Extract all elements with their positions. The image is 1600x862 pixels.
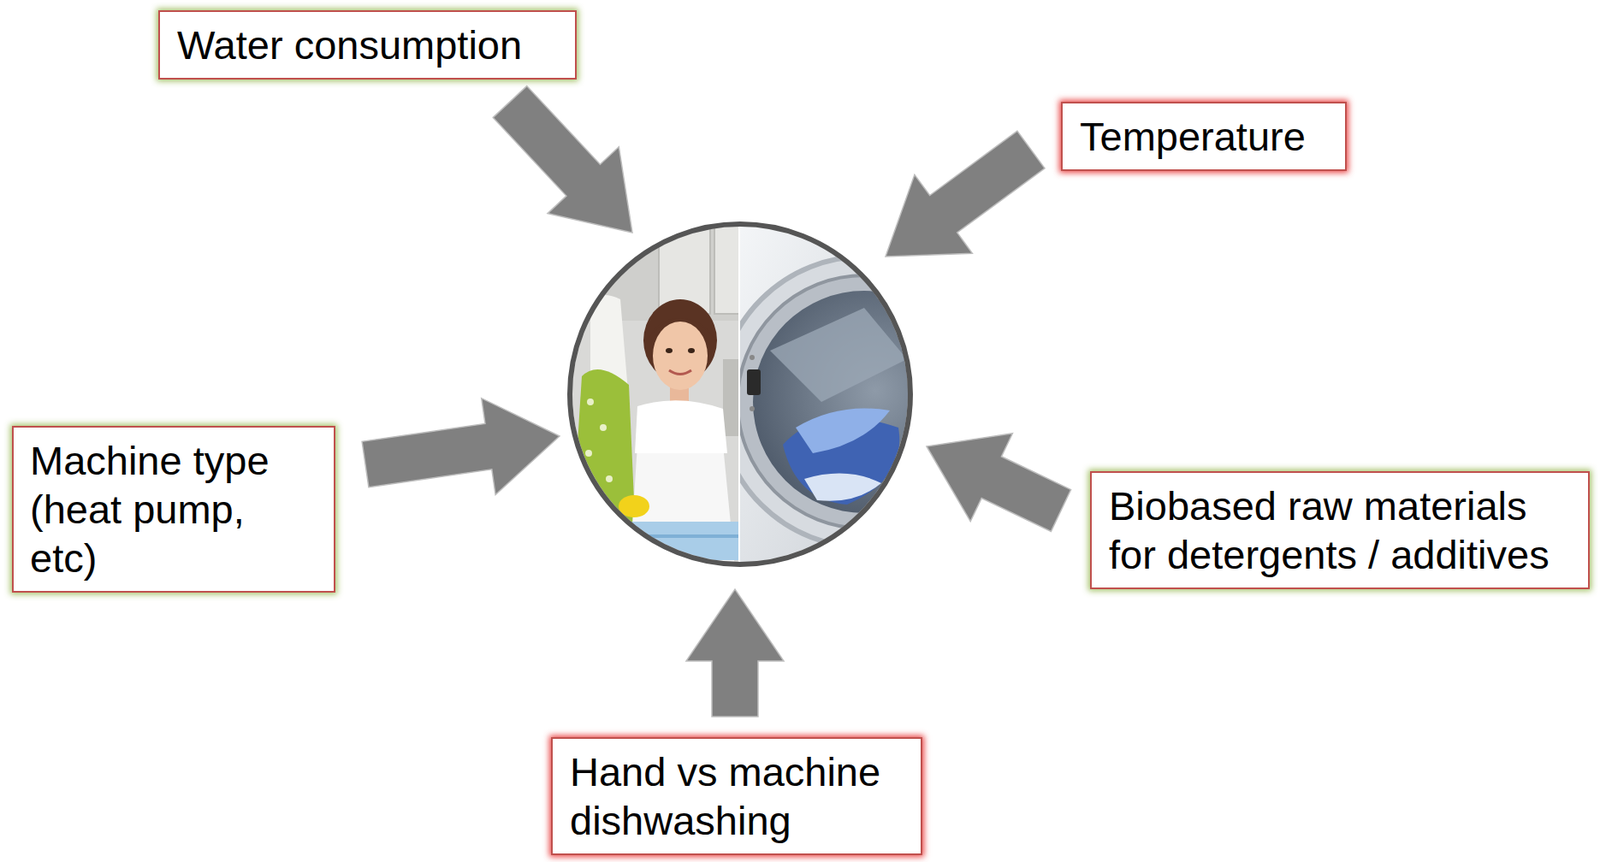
washing-machine-photo (739, 218, 919, 578)
photo-frame (569, 224, 911, 565)
box-text: Biobased raw materials for detergents / … (1108, 481, 1563, 580)
factor-box: Machine type (heat pump, etc) (11, 426, 336, 593)
kitchen-photo (564, 218, 740, 578)
block-arrows (361, 86, 1072, 718)
block-arrow (361, 398, 560, 496)
factor-box: Temperature (1060, 101, 1347, 172)
factor-box: Biobased raw materials for detergents / … (1090, 471, 1590, 590)
block-arrow (686, 589, 784, 718)
block-arrow (492, 86, 633, 233)
box-text: Water consumption (177, 20, 563, 70)
photo (564, 218, 1010, 578)
factor-box: Water consumption (158, 10, 577, 80)
factor-box: Hand vs machine dishwashing (551, 737, 923, 856)
box-text: Temperature (1079, 112, 1328, 161)
box-text: Machine type (heat pump, etc) (29, 436, 296, 583)
block-arrow (926, 433, 1072, 533)
block-arrow (885, 130, 1045, 257)
box-text: Hand vs machine dishwashing (569, 747, 913, 846)
